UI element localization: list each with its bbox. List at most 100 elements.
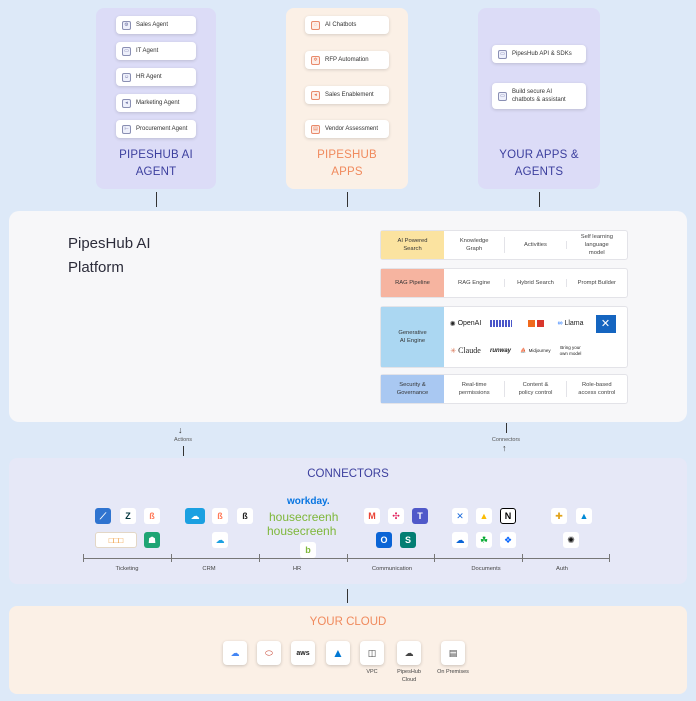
category-ticketing: Ticketing xyxy=(115,566,139,572)
dynamics-icon[interactable]: ☁ xyxy=(212,532,228,548)
vpc-icon[interactable]: ◫ xyxy=(360,641,384,665)
service-icon[interactable]: ☗ xyxy=(144,532,160,548)
runway-logo: runway xyxy=(489,347,511,354)
procurement-agent-chip[interactable]: ⊢Procurement Agent xyxy=(116,120,196,138)
gmail-icon[interactable]: M xyxy=(364,508,380,524)
connector-line xyxy=(347,192,348,207)
azure-icon[interactable]: ▲ xyxy=(326,641,350,665)
it-agent-chip[interactable]: ▭IT Agent xyxy=(116,42,196,60)
hybrid-search-cell: Hybrid Search xyxy=(505,279,567,287)
google-drive-icon[interactable]: ▲ xyxy=(476,508,492,524)
bamboohr-icon[interactable]: b xyxy=(300,542,316,558)
gear-icon: ⚙ xyxy=(122,20,131,30)
pipeshub-apps-column: ◌AI Chatbots ✲RFP Automation ◂Sales Enab… xyxy=(286,8,408,189)
vpc-label: VPC xyxy=(366,669,378,675)
jira-icon[interactable]: ⟋ xyxy=(95,508,111,524)
pipeshub-ai-agent-column: ⚙Sales Agent ▭IT Agent ☺HR Agent ◂Market… xyxy=(96,8,216,189)
connector-line xyxy=(506,423,507,433)
onedrive-icon[interactable]: ☁ xyxy=(452,532,468,548)
x-icon: ✕ xyxy=(595,314,616,333)
hubspot-icon[interactable]: ß xyxy=(144,508,160,524)
pipeshub-cloud-icon[interactable]: ☁ xyxy=(397,641,421,665)
llama-logo: ∞Llama xyxy=(557,320,584,327)
openai-icon: ✺ xyxy=(449,320,456,328)
midjourney-logo: ⛵Midjourney xyxy=(520,347,551,354)
marketing-agent-chip[interactable]: ◂Marketing Agent xyxy=(116,94,196,112)
rag-engine-cell: RAG Engine xyxy=(444,279,506,287)
sales-enablement-chip[interactable]: ◂Sales Enablement xyxy=(305,86,389,104)
platform-title: PipesHub AI Platform xyxy=(68,235,151,276)
vendor-assessment-chip[interactable]: ▤Vendor Assessment xyxy=(305,120,389,138)
outlook-icon[interactable]: O xyxy=(376,532,392,548)
oracle-cloud-icon[interactable]: ⬭ xyxy=(257,641,281,665)
freshdesk-icon[interactable]: □□□ xyxy=(95,532,137,548)
sharepoint-icon[interactable]: S xyxy=(400,532,416,548)
aws-icon[interactable]: aws xyxy=(291,641,315,665)
rfp-automation-chip[interactable]: ✲RFP Automation xyxy=(305,51,389,69)
dropbox-icon[interactable]: ❖ xyxy=(500,532,516,548)
bamboohr-logo[interactable]: housecreenh xyxy=(269,510,339,524)
zoho-icon[interactable]: ß xyxy=(237,508,253,524)
notion-icon[interactable]: N xyxy=(500,508,516,524)
megaphone-icon: ◂ xyxy=(122,98,131,108)
slack-icon[interactable]: ✣ xyxy=(388,508,404,524)
rag-pipeline-tag: RAG Pipeline xyxy=(381,269,444,297)
salesforce-icon[interactable]: ☁ xyxy=(185,508,205,524)
people-icon: ☺ xyxy=(122,72,131,82)
category-crm: CRM xyxy=(202,566,216,572)
zendesk-icon[interactable]: Z xyxy=(120,508,136,524)
evernote-icon[interactable]: ☘ xyxy=(476,532,492,548)
azure-ad-icon[interactable]: ▲ xyxy=(576,508,592,524)
category-documents: Documents xyxy=(471,566,501,572)
content-policy-cell: Content &policy control xyxy=(505,381,567,397)
confluence-icon[interactable]: ✕ xyxy=(452,508,468,524)
ai-chatbots-chip[interactable]: ◌AI Chatbots xyxy=(305,16,389,34)
document-icon: ▤ xyxy=(311,124,320,134)
openai-logo: ✺OpenAI xyxy=(449,320,482,328)
meta-icon: ∞ xyxy=(557,320,563,327)
chat-icon: ◌ xyxy=(311,20,320,30)
custom-model-logo: ✕ xyxy=(588,314,623,333)
okta-icon[interactable]: ✺ xyxy=(563,532,579,548)
bamboohr-logo[interactable]: housecreenh xyxy=(267,524,337,538)
server-icon[interactable]: ▤ xyxy=(441,641,465,665)
hubspot-icon[interactable]: ß xyxy=(212,508,228,524)
connectors-label: Connectors xyxy=(491,437,521,443)
api-sdk-chip[interactable]: ▭PipesHub API & SDKs xyxy=(492,45,586,63)
sales-agent-chip[interactable]: ⚙Sales Agent xyxy=(116,16,196,34)
claude-logo: ✳Claude xyxy=(450,346,481,355)
up-arrow-icon: ↑ xyxy=(502,443,507,453)
connector-line xyxy=(156,192,157,207)
settings-icon: ✲ xyxy=(311,55,320,65)
yours-column-title: YOUR APPS & AGENTS xyxy=(499,149,579,178)
category-axis xyxy=(83,558,610,559)
prompt-builder-cell: Prompt Builder xyxy=(577,280,616,286)
gcp-icon[interactable]: ✚ xyxy=(551,508,567,524)
mistral-icon xyxy=(489,320,512,327)
apps-column-title: PIPESHUB APPS xyxy=(317,149,377,178)
mistral-logo xyxy=(483,320,518,327)
megaphone-icon: ◂ xyxy=(311,90,320,100)
category-auth: Auth xyxy=(556,566,568,572)
google-cloud-icon[interactable]: ☁ xyxy=(223,641,247,665)
connector-line xyxy=(183,446,184,456)
actions-label: Actions xyxy=(173,437,193,443)
hr-agent-chip[interactable]: ☺HR Agent xyxy=(116,68,196,86)
teams-icon[interactable]: T xyxy=(412,508,428,524)
workday-logo[interactable]: workday. xyxy=(287,496,330,507)
category-communication: Communication xyxy=(371,566,413,572)
